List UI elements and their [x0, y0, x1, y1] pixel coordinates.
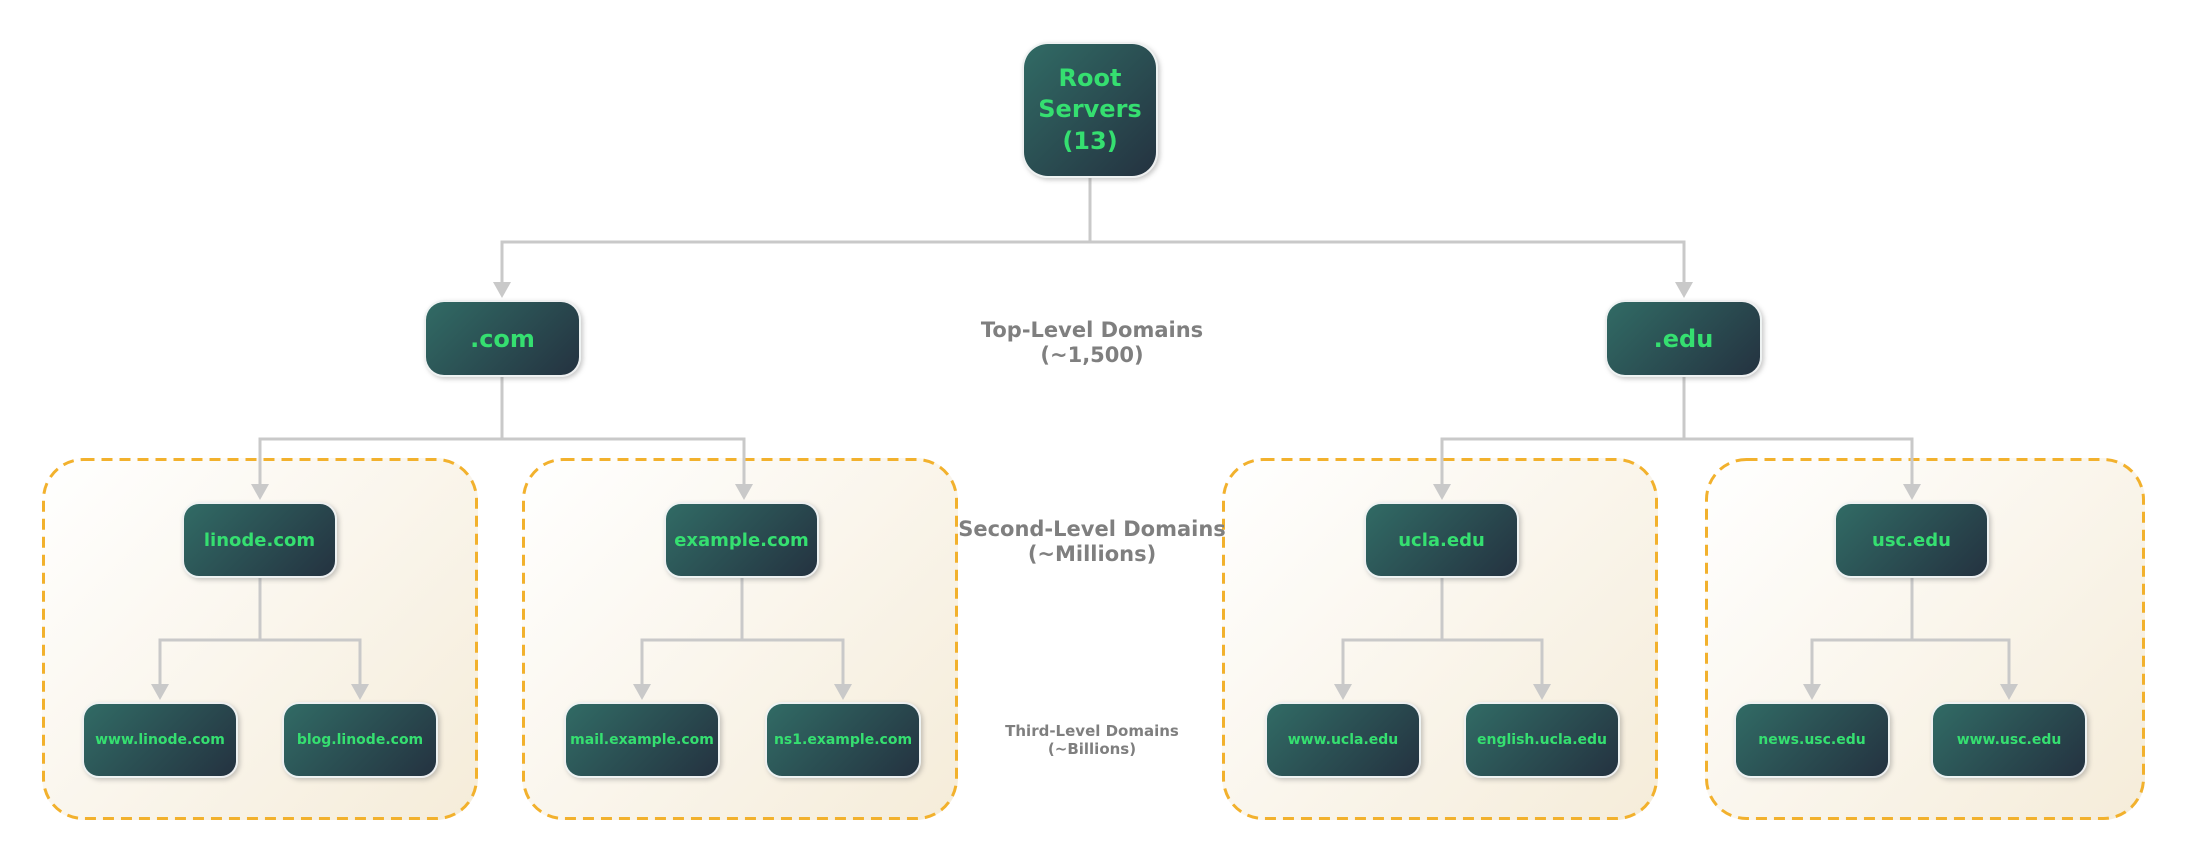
node-tld-com: .com [424, 300, 581, 377]
node-leaf-news-usc-edu: news.usc.edu [1734, 702, 1890, 778]
arrowhead-to-www-usc-edu [2000, 684, 2018, 700]
node-tld-edu: .edu [1605, 300, 1762, 377]
arrowhead-to-english-ucla-edu [1533, 684, 1551, 700]
wire-ucla-to-leaves [1341, 578, 1544, 684]
node-leaf-blog-linode-com: blog.linode.com [282, 702, 438, 778]
wire-usc-to-leaves [1810, 578, 2011, 684]
wire-root-to-tlds [500, 178, 1686, 283]
label-second-level-domains: Second-Level Domains (~Millions) [892, 517, 1292, 567]
node-leaf-mail-example-com: mail.example.com [564, 702, 720, 778]
label-third-level-domains-title: Third-Level Domains [1005, 722, 1179, 740]
node-sld-linode-com: linode.com [182, 502, 337, 578]
arrowhead-to-example-com [735, 484, 753, 500]
arrowhead-to-com [493, 282, 511, 298]
arrowhead-to-www-linode-com [151, 684, 169, 700]
arrowhead-to-www-ucla-edu [1334, 684, 1352, 700]
arrowhead-to-ucla-edu [1433, 484, 1451, 500]
node-leaf-www-usc-edu: www.usc.edu [1931, 702, 2087, 778]
label-second-level-domains-title: Second-Level Domains [958, 517, 1226, 541]
arrowhead-to-usc-edu [1903, 484, 1921, 500]
label-third-level-domains: Third-Level Domains (~Billions) [892, 722, 1292, 758]
arrowhead-to-blog-linode-com [351, 684, 369, 700]
label-top-level-domains-title: Top-Level Domains [980, 318, 1204, 342]
wire-edu-to-slds [1440, 377, 1914, 484]
arrowhead-to-news-usc-edu [1803, 684, 1821, 700]
node-leaf-www-ucla-edu: www.ucla.edu [1265, 702, 1421, 778]
node-leaf-www-linode-com: www.linode.com [82, 702, 238, 778]
group-border-usc-edu [1705, 458, 2145, 820]
label-top-level-domains: Top-Level Domains (~1,500) [892, 318, 1292, 368]
wire-linode-to-leaves [158, 578, 362, 684]
node-sld-ucla-edu: ucla.edu [1364, 502, 1519, 578]
wire-example-to-leaves [640, 578, 845, 684]
arrowhead-to-ns1-example-com [834, 684, 852, 700]
node-root-servers: Root Servers (13) [1022, 42, 1158, 178]
arrowhead-to-edu [1675, 282, 1693, 298]
arrowhead-to-linode-com [251, 484, 269, 500]
wire-com-to-slds [258, 377, 746, 484]
label-third-level-domains-count: (~Billions) [1047, 740, 1137, 758]
label-second-level-domains-count: (~Millions) [1027, 542, 1157, 567]
arrowhead-to-mail-example-com [633, 684, 651, 700]
node-leaf-ns1-example-com: ns1.example.com [765, 702, 921, 778]
node-sld-usc-edu: usc.edu [1834, 502, 1989, 578]
node-sld-example-com: example.com [664, 502, 819, 578]
label-top-level-domains-count: (~1,500) [1040, 343, 1144, 368]
node-leaf-english-ucla-edu: english.ucla.edu [1464, 702, 1620, 778]
